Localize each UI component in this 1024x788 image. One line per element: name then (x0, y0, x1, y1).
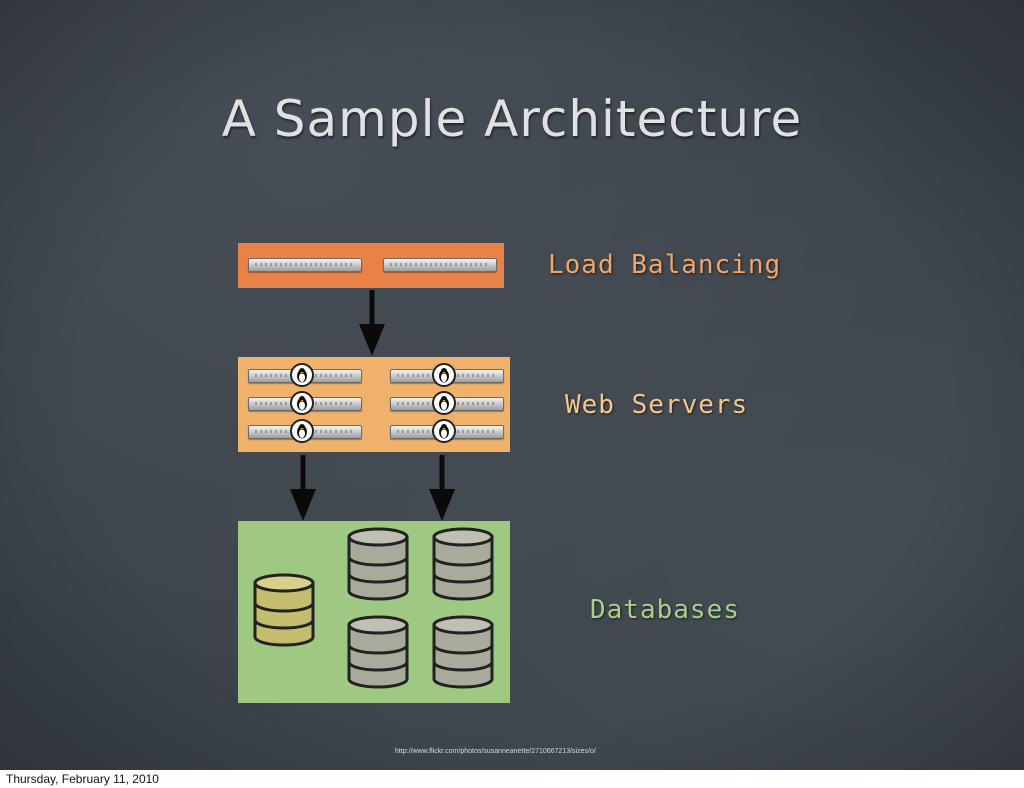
down-arrow-icon (429, 455, 455, 521)
databases-tier (238, 521, 510, 703)
linux-penguin-icon (290, 391, 314, 415)
web-servers-tier (238, 357, 510, 452)
footer-bar: Thursday, February 11, 2010 (0, 770, 1024, 788)
database-cylinder-icon (432, 527, 494, 601)
load-balancer-server-icon (248, 258, 362, 272)
databases-label: Databases (590, 595, 740, 625)
database-cylinder-icon (347, 527, 409, 601)
linux-penguin-icon (290, 419, 314, 443)
linux-penguin-icon (290, 363, 314, 387)
slide-title: A Sample Architecture (221, 90, 803, 148)
down-arrow-icon (290, 455, 316, 521)
linux-penguin-icon (432, 391, 456, 415)
image-credit-link[interactable]: http://www.flickr.com/photos/susanneanet… (395, 748, 596, 755)
database-cylinder-icon (253, 573, 315, 647)
load-balancing-tier (238, 243, 504, 288)
database-cylinder-icon (432, 615, 494, 689)
footer-date: Thursday, February 11, 2010 (6, 772, 159, 786)
down-arrow-icon (359, 290, 385, 356)
linux-penguin-icon (432, 363, 456, 387)
load-balancing-label: Load Balancing (548, 250, 782, 280)
database-cylinder-icon (347, 615, 409, 689)
web-servers-label: Web Servers (565, 390, 749, 420)
linux-penguin-icon (432, 419, 456, 443)
load-balancer-server-icon (383, 258, 497, 272)
slide: A Sample Architecture Load Balancing (221, 90, 803, 755)
